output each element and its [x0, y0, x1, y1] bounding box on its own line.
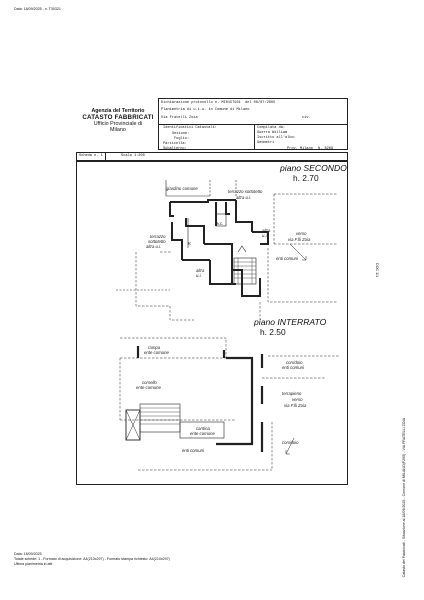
- label-enti-2: enti comuni: [182, 448, 204, 453]
- label-terrazzo-left: terrazzo: [150, 234, 166, 239]
- foglio-label: Foglio:: [174, 137, 190, 141]
- agency-name: Agenzia del Territorio: [91, 108, 145, 114]
- indirizzo-text: Via Fratelli Zoia: [161, 116, 198, 120]
- agency-block: Agenzia del Territorio CATASTO FABBRICAT…: [78, 108, 158, 133]
- label-corridoio: corridoio: [286, 360, 303, 365]
- label-terrapieno: terrapieno: [282, 391, 302, 396]
- label-cantina-ente: ente comune: [190, 431, 215, 436]
- iscritto-label: Iscritto all'albo:: [257, 136, 296, 140]
- label-via: via F.lli Zoia: [288, 237, 311, 242]
- header-divider-vertical: [254, 124, 255, 149]
- floor-plan-drawing: [116, 180, 340, 471]
- label-altra-mid: altra: [262, 228, 271, 233]
- footer-date: Data: 18/09/2025: [14, 552, 42, 556]
- label-altra-bot-2: u.i.: [196, 273, 202, 278]
- lower-plan-height: h. 2.50: [260, 327, 286, 337]
- del-label: del: [245, 101, 252, 105]
- footer-info: Totale schede: 1 - Formato di acquisizio…: [14, 557, 170, 561]
- label-rampa-ente: ente comune: [144, 350, 169, 355]
- scheda-divider: [105, 152, 106, 161]
- label-altra-ui: altra u.i.: [236, 195, 252, 200]
- prov-number: N. 8269: [318, 146, 334, 151]
- label-verso-lower: verso: [292, 397, 303, 402]
- subalterno-label: Subalterno:: [163, 146, 187, 151]
- label-cantina: cantina: [196, 426, 210, 431]
- label-rampa: rampa: [148, 345, 161, 350]
- label-corsello-ente: ente comune: [136, 385, 161, 390]
- iscritto-value: Geometri: [257, 141, 275, 145]
- compilata-name: Guerra William: [257, 131, 288, 135]
- label-corridoio-ente: enti comuni: [282, 365, 304, 370]
- identificativi-label: Identificativi Catastali:: [163, 126, 217, 130]
- label-terrazzo-sott: terrazzo sottotetto: [228, 189, 263, 194]
- label-corridoio-2: corridoio: [282, 440, 299, 445]
- right-vertical-text: Catasto dei Fabbricati - Situazione al 1…: [402, 418, 406, 578]
- upper-plan-title: piano SECONDO: [280, 163, 347, 173]
- agency-city: Milano: [110, 127, 126, 133]
- agency-ufficio: Ufficio Provinciale di: [93, 121, 143, 127]
- label-altra-mid-2: u.i.: [262, 233, 268, 238]
- planimetria-text: Planimetria di u.i.u. in Comune di Milan…: [161, 108, 250, 112]
- header-divider: [158, 124, 347, 125]
- scala-label: Scala 1:200: [121, 154, 145, 158]
- compilata-label: Compilata da:: [257, 126, 286, 130]
- scheda-bar: [76, 152, 348, 162]
- civico-label: civ.: [302, 116, 311, 120]
- prov-label: Prov. Milano: [287, 146, 313, 151]
- label-altra-bot: altra: [196, 268, 205, 273]
- label-enti: enti comuni: [276, 256, 298, 261]
- label-terrazzo-left-3: altra u.i.: [146, 244, 162, 249]
- footer-note: Ultima planimetria in atti: [14, 562, 53, 566]
- dichiarazione-row: Dichiarazione protocollo n. MI0157931 de…: [161, 101, 275, 105]
- del-value: 06/07/2005: [253, 101, 276, 105]
- label-verso: verso: [296, 231, 307, 236]
- label-corsello: corsello: [142, 380, 157, 385]
- label-terrazzo-left-2: sottotetto: [148, 239, 166, 244]
- top-stamp: Data: 18/09/2025 - n. T30321: [14, 7, 61, 11]
- label-k: K: [188, 241, 191, 246]
- dichiarazione-label: Dichiarazione protocollo: [161, 101, 213, 105]
- label-via-lower: via F.lli Zoia: [284, 403, 307, 408]
- sezione-label: Sezione:: [172, 132, 190, 136]
- upper-plan-height: h. 2.70: [293, 173, 319, 183]
- label-giardino: giardino comune: [166, 186, 198, 191]
- scheda-label: Scheda n. 1: [79, 154, 103, 158]
- dichiarazione-value: n. MI0157931: [214, 101, 241, 105]
- label-wc: w.c.: [216, 221, 224, 226]
- right-mark: DOC 1/1: [375, 263, 380, 278]
- particella-label: Particella:: [163, 142, 187, 146]
- lower-plan-title: piano INTERRATO: [254, 317, 327, 327]
- agency-catasto: CATASTO FABBRICATI: [82, 114, 154, 121]
- plan-frame: [76, 160, 348, 485]
